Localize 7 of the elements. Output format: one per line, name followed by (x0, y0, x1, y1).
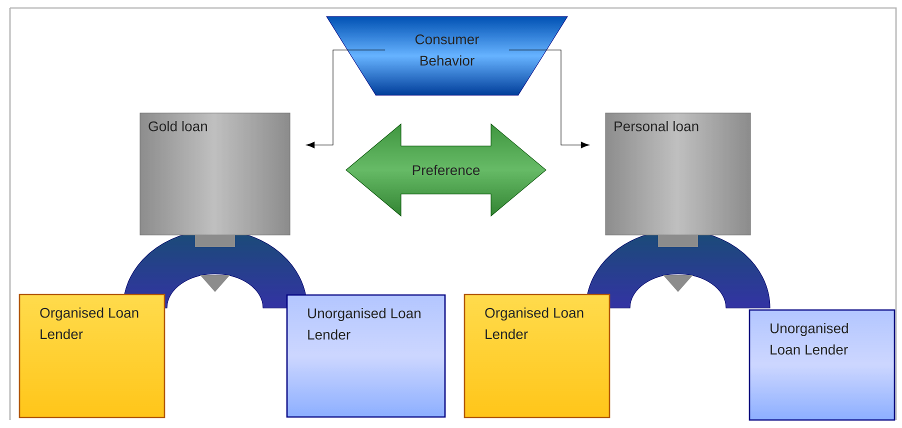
lender-box: Organised Loan Lender (18, 294, 166, 418)
lender-box: Organised Loan Lender (464, 294, 610, 418)
lender-box: Unorganised Loan Lender (748, 309, 896, 421)
lender-box: Unorganised Loan Lender (286, 294, 446, 418)
arrow (508, 50, 590, 148)
arrow (306, 50, 386, 148)
trapezoid-box: Consumer Behavior (326, 16, 568, 96)
